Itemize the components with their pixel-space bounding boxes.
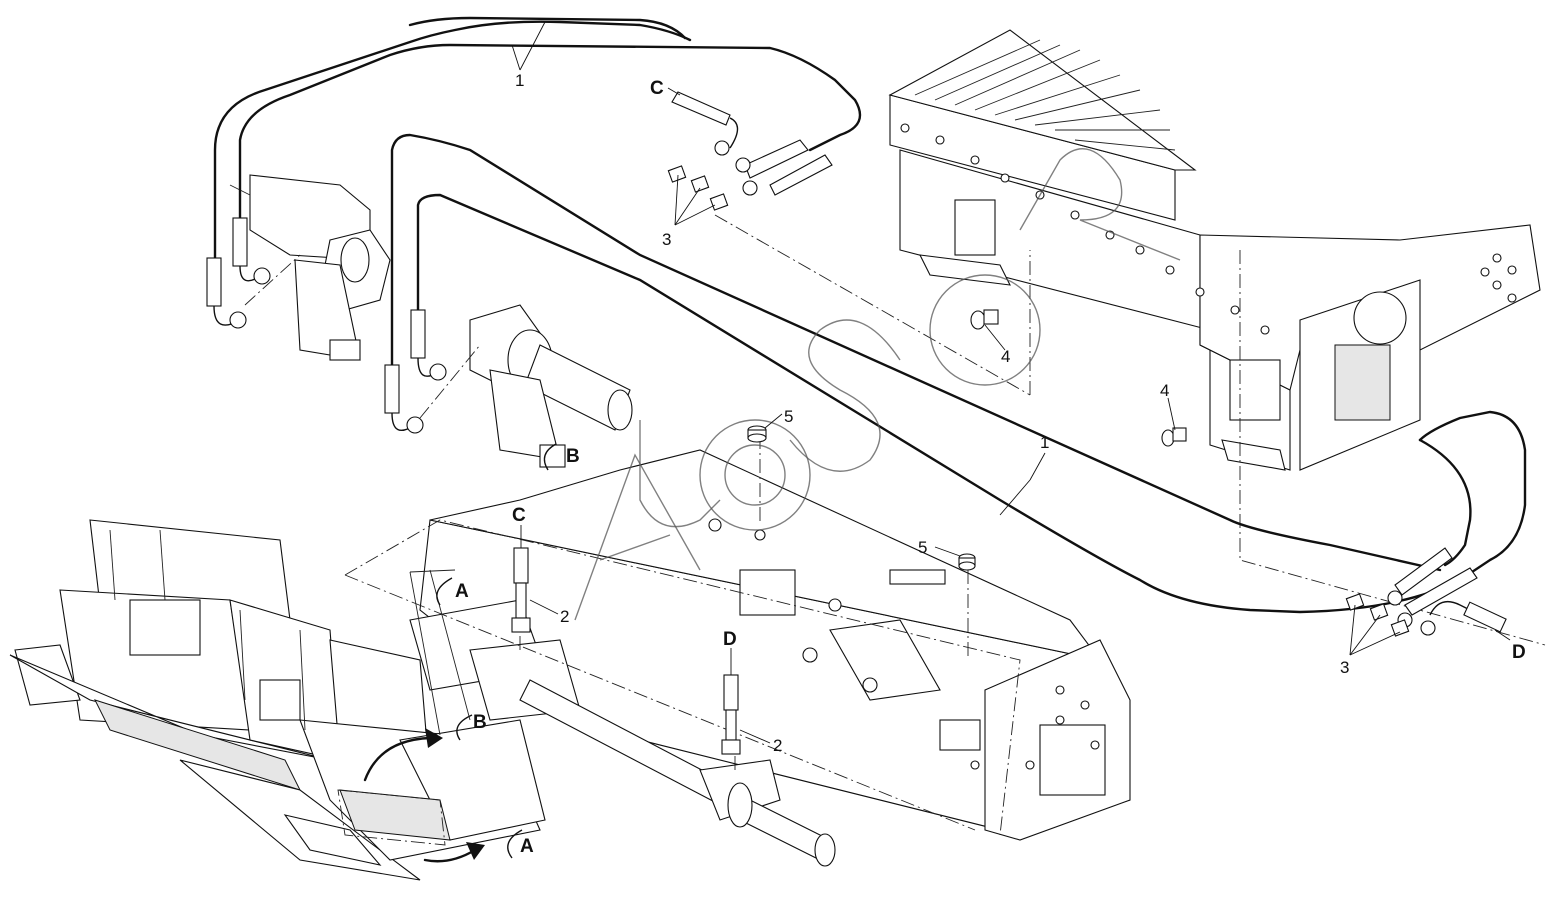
centre-lines — [244, 214, 1546, 836]
cap-icon — [747, 425, 976, 571]
view-letter-d-lower: D — [723, 629, 737, 650]
callout-1-right: 1 — [1040, 433, 1049, 452]
hose-set — [206, 16, 1527, 636]
view-letter-b-motor: B — [566, 446, 580, 467]
callout-4-right: 4 — [1160, 381, 1169, 400]
callout-2-lower: 2 — [773, 736, 782, 755]
callout-5-lower: 5 — [918, 538, 927, 557]
leader-lines — [511, 21, 1511, 744]
view-letter-b-overview: B — [473, 712, 487, 733]
adapters-3 — [667, 165, 1410, 637]
frame-bolt-row — [900, 123, 1270, 335]
callout-1-top: 1 — [515, 71, 524, 90]
lower-chassis-assembly — [419, 449, 1131, 841]
radiator-fins — [914, 39, 1176, 151]
view-letter-a-upper: A — [455, 581, 469, 602]
callout-3-right: 3 — [1340, 658, 1349, 677]
hose-icon — [213, 20, 692, 267]
callout-4-upper: 4 — [1001, 347, 1010, 366]
upper-motor-assembly — [229, 150, 391, 361]
view-arrow-icon — [363, 443, 557, 863]
view-letter-a-lower: A — [520, 836, 534, 857]
callout-5-upper: 5 — [784, 407, 793, 426]
machine-overview — [9, 519, 546, 881]
view-letter-c-top: C — [650, 78, 664, 99]
view-letter-d-right: D — [1512, 642, 1526, 663]
callout-3-top: 3 — [662, 230, 671, 249]
watermark-logo — [574, 148, 1181, 621]
middle-motor-assembly — [409, 304, 836, 867]
grease-nipple-icon — [970, 309, 1187, 447]
callout-2-upper: 2 — [560, 607, 569, 626]
upper-frame-assembly — [888, 29, 1541, 471]
view-letter-c-lower: C — [512, 505, 526, 526]
